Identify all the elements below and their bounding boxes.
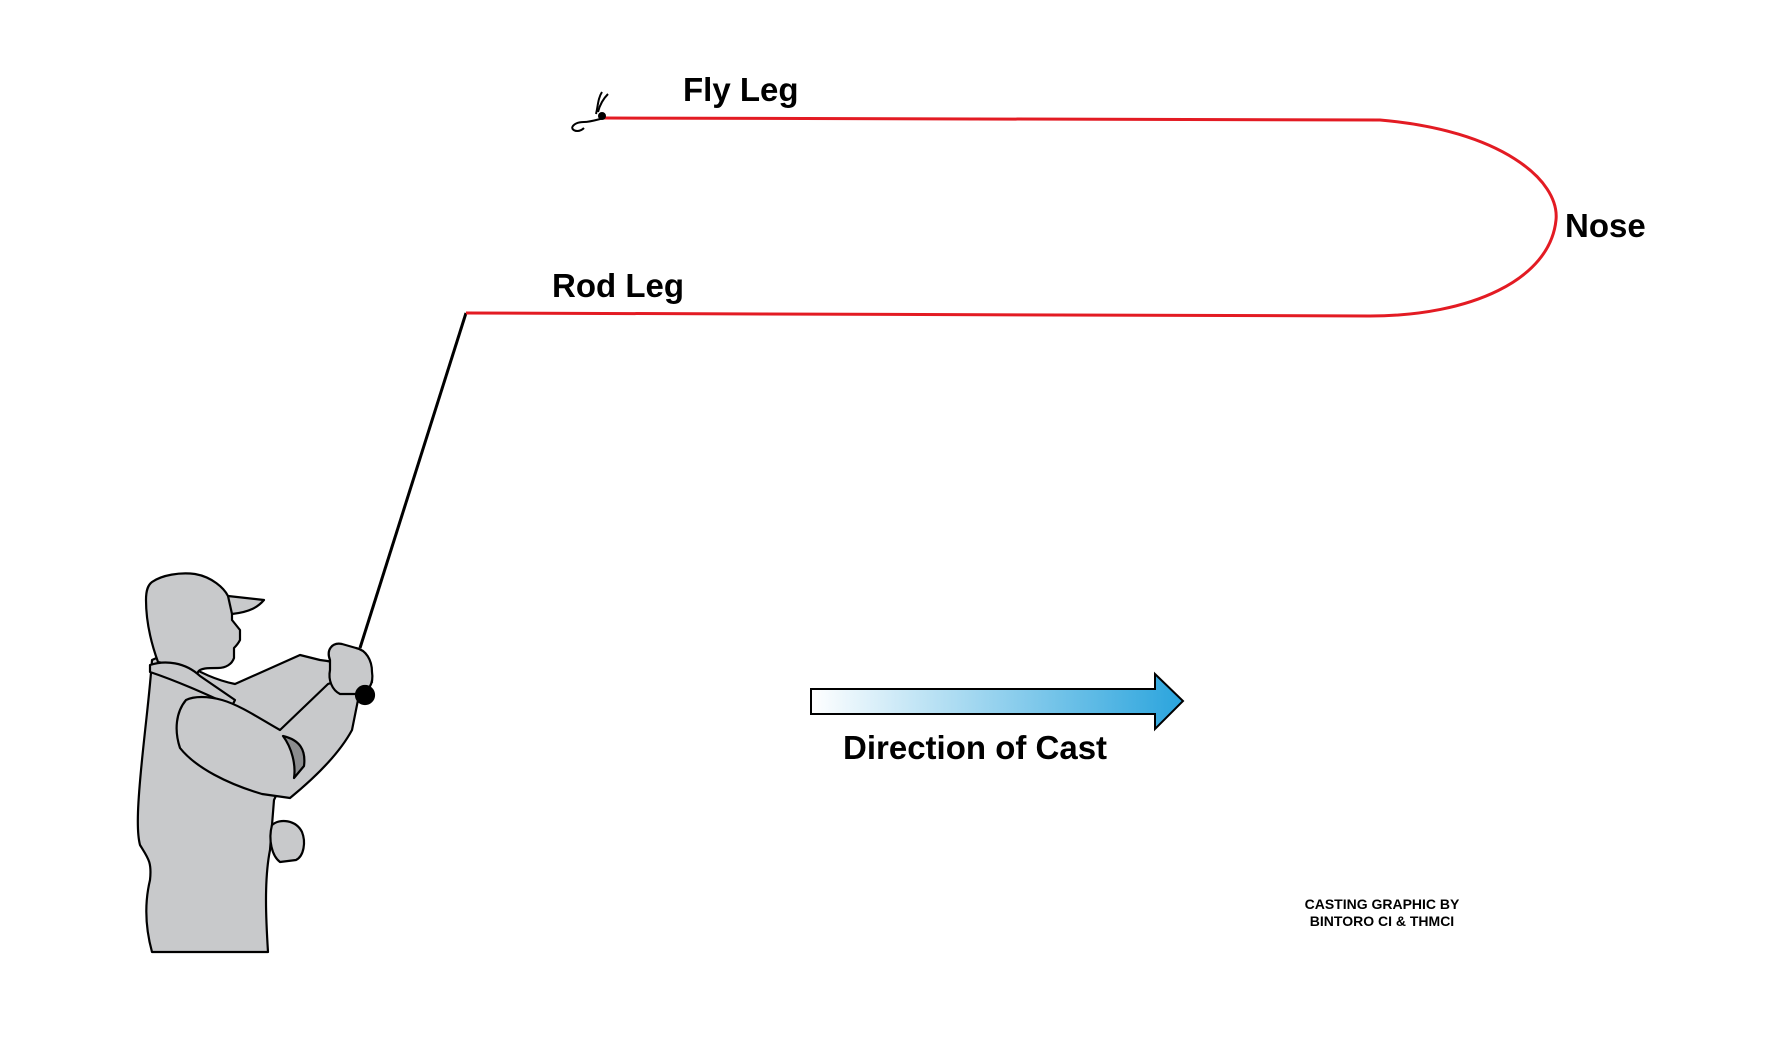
fly-line-loop	[465, 116, 1558, 318]
angler-figure	[136, 572, 376, 954]
angler-arm	[175, 680, 362, 800]
direction-label: Direction of Cast	[843, 729, 1107, 766]
fly-rod	[358, 312, 468, 649]
angler-head	[144, 572, 266, 682]
fly-leg-label: Fly Leg	[683, 71, 799, 108]
angler-elbow-fold	[281, 734, 306, 780]
angler-line-hand	[269, 819, 306, 864]
direction-arrow	[810, 671, 1185, 732]
fly-icon	[571, 91, 609, 132]
credit-line-1: CASTING GRAPHIC BY	[1305, 896, 1460, 912]
cap-line	[226, 595, 234, 615]
reel	[354, 684, 376, 706]
nose-label: Nose	[1565, 207, 1646, 244]
rod-leg-label: Rod Leg	[552, 267, 684, 304]
credit-line-2: BINTORO CI & THMCI	[1310, 913, 1454, 929]
angler-rod-hand	[327, 642, 374, 696]
